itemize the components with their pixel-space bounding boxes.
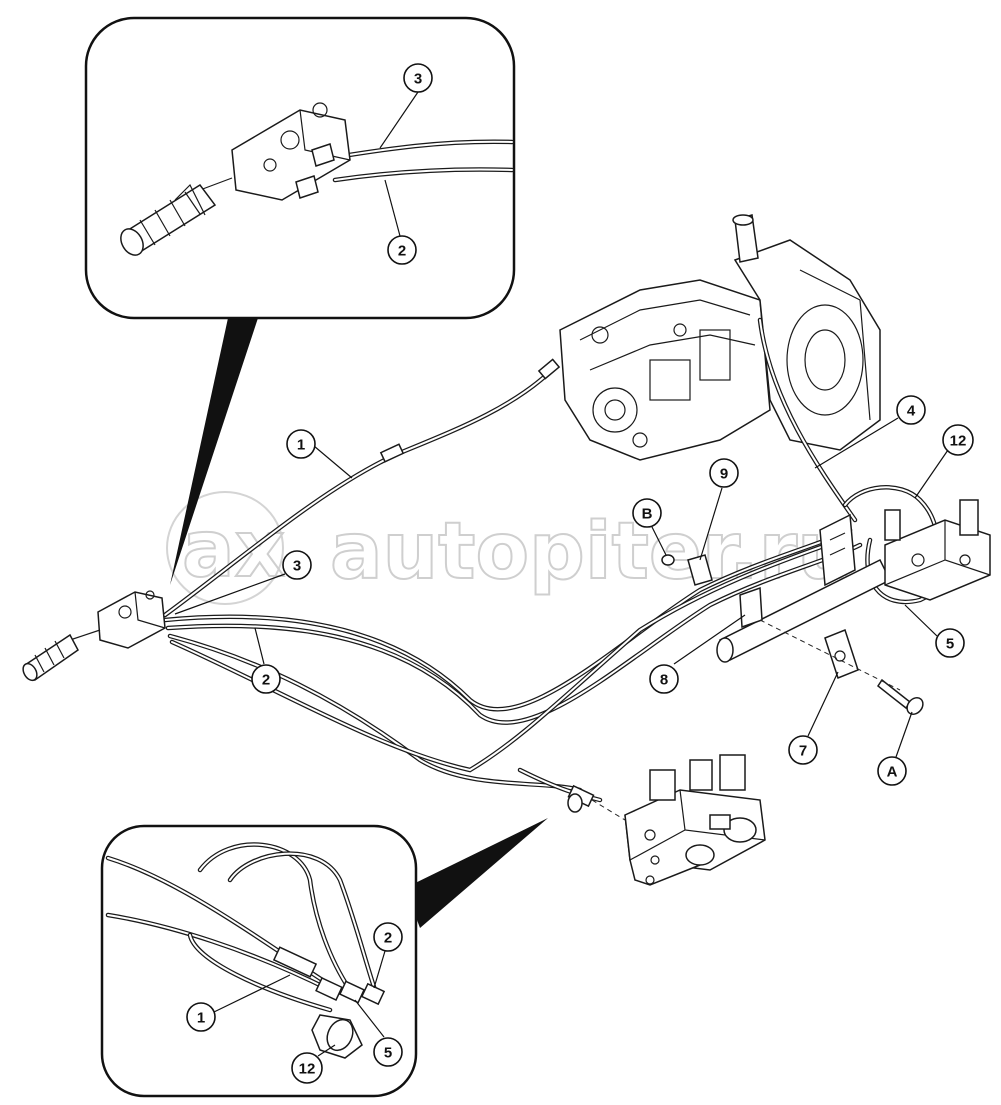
control-valve-block <box>567 754 766 886</box>
callout-top-3: 3 <box>379 63 433 149</box>
hose-4 <box>757 317 858 523</box>
callout-bottom-5: 5 <box>354 999 403 1067</box>
callout-bottom-1: 1 <box>186 974 291 1032</box>
svg-text:3: 3 <box>293 558 301 575</box>
left-valve <box>22 590 166 682</box>
callout-bottom-12: 12 <box>291 1044 336 1084</box>
watermark-text: autopiter.ru <box>330 507 853 597</box>
top-detail-pointer <box>170 318 258 585</box>
svg-text:3: 3 <box>414 71 422 88</box>
engine-assembly <box>559 214 881 461</box>
svg-text:1: 1 <box>197 1010 205 1027</box>
top-detail-view: 3 2 <box>84 16 516 320</box>
svg-text:A: A <box>887 764 898 781</box>
hose-1 <box>162 358 561 618</box>
watermark: ax autopiter.ru <box>166 491 854 605</box>
callout-5: 5 <box>904 604 965 658</box>
callout-9: 9 <box>699 458 739 561</box>
svg-text:1: 1 <box>297 437 305 454</box>
cylinder-assembly <box>716 513 892 663</box>
bottom-detail-view <box>100 824 418 1098</box>
bottom-detail-pointer <box>405 818 548 928</box>
svg-text:5: 5 <box>946 636 954 653</box>
svg-text:4: 4 <box>907 403 916 420</box>
svg-text:12: 12 <box>950 433 967 450</box>
svg-text:9: 9 <box>720 466 728 483</box>
callout-12: 12 <box>914 424 974 499</box>
hose-5 <box>865 537 943 605</box>
clamp-7 <box>824 629 859 679</box>
callout-7: 7 <box>788 671 839 765</box>
svg-text:8: 8 <box>660 672 668 689</box>
svg-text:2: 2 <box>384 930 392 947</box>
right-valve-block <box>884 499 991 601</box>
svg-text:5: 5 <box>384 1045 392 1062</box>
watermark-logo: ax <box>182 505 285 595</box>
callout-3: 3 <box>174 550 312 615</box>
callout-bottom-2: 2 <box>373 922 403 989</box>
callout-1: 1 <box>286 429 353 479</box>
svg-text:7: 7 <box>799 743 807 760</box>
svg-text:2: 2 <box>262 672 270 689</box>
svg-text:2: 2 <box>398 243 406 260</box>
callout-top-2: 2 <box>384 179 417 265</box>
svg-text:12: 12 <box>299 1061 316 1078</box>
svg-text:B: B <box>642 506 653 523</box>
clip-9 <box>661 554 713 586</box>
bolt-A <box>876 678 924 715</box>
callout-8: 8 <box>649 614 746 694</box>
top-valve-body <box>231 102 351 201</box>
hose-bundle <box>162 527 863 803</box>
bracket-8 <box>739 586 763 629</box>
callout-4: 4 <box>814 395 926 469</box>
callout-B: B <box>632 498 667 556</box>
top-cable-bellows <box>120 177 233 256</box>
callout-2: 2 <box>251 627 281 694</box>
callout-A: A <box>877 711 913 786</box>
